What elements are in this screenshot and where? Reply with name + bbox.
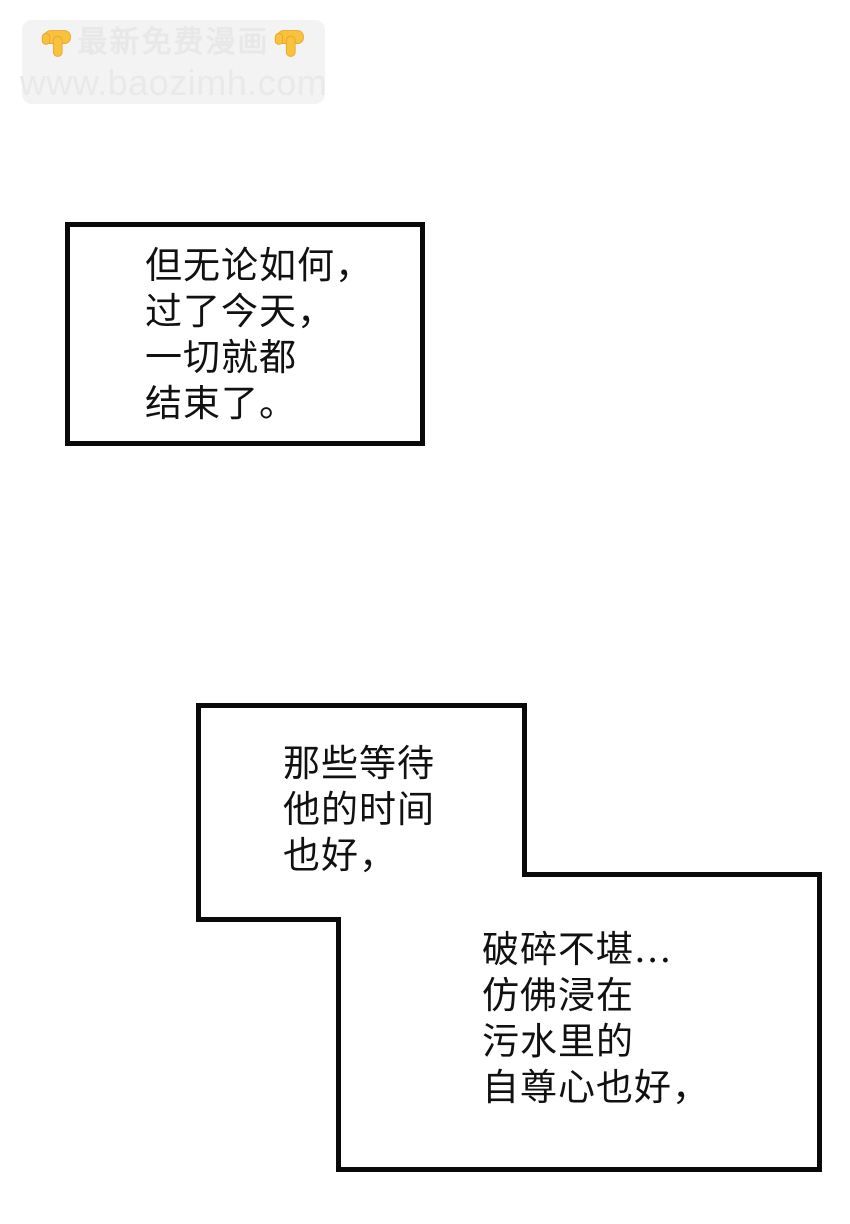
caption-box-1: 但无论如何， 过了今天， 一切就都 结束了。 [65, 222, 425, 446]
text-line: 破碎不堪... [482, 928, 673, 971]
caption-box-2-lower-text: 破碎不堪... 仿佛浸在 污水里的 自尊心也好， [482, 927, 710, 1111]
text-line: 他的时间 [283, 788, 435, 831]
panel-join-patch [336, 872, 522, 917]
caption-box-2-upper-text: 那些等待 他的时间 也好， [283, 741, 435, 879]
text-line: 但无论如何， [145, 244, 373, 287]
watermark-title-row: 最新免费漫画 [39, 23, 309, 63]
watermark-banner: 最新免费漫画 www.baozimh.com [19, 20, 328, 104]
caption-box-2-lower [336, 872, 822, 1172]
pointing-down-emoji-right [272, 25, 309, 62]
caption-box-1-text: 但无论如何， 过了今天， 一切就都 结束了。 [70, 227, 420, 427]
text-line: 一切就都 [145, 336, 297, 379]
text-line: 结束了。 [145, 382, 297, 425]
pointing-down-emoji-left [39, 25, 76, 62]
watermark-url: www.baozimh.com [19, 62, 328, 103]
watermark-title: 最新免费漫画 [77, 26, 270, 59]
text-line: 那些等待 [283, 742, 435, 785]
text-line: 污水里的 [482, 1020, 634, 1063]
text-line: 也好， [283, 834, 397, 877]
text-line: 过了今天， [145, 290, 335, 333]
text-line: 自尊心也好， [482, 1066, 710, 1109]
text-line: 仿佛浸在 [482, 974, 634, 1017]
